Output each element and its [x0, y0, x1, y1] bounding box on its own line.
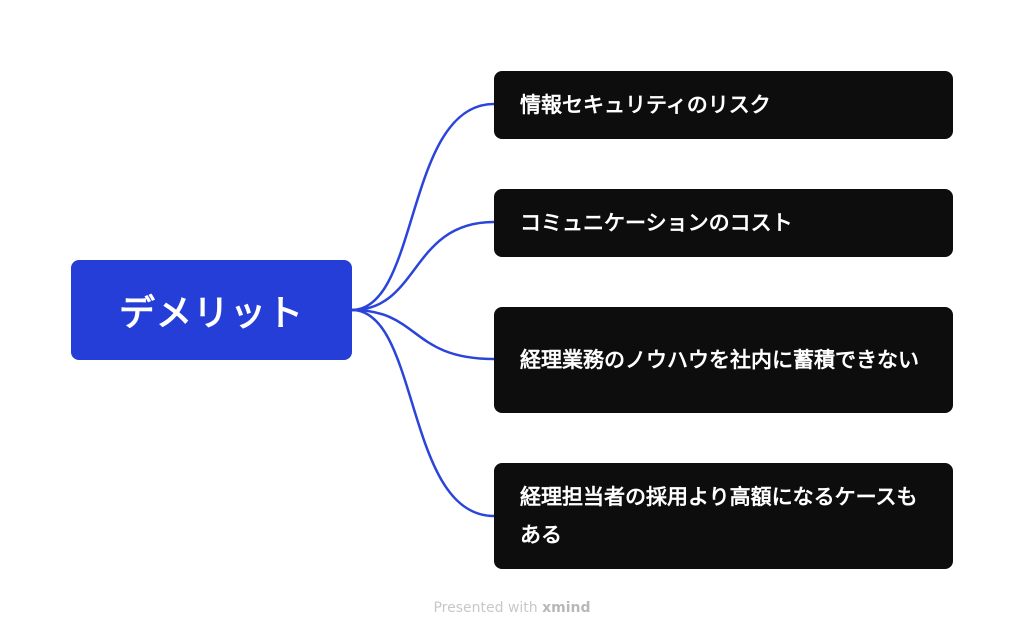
central-topic[interactable]: デメリット — [71, 260, 352, 360]
subtopic-1[interactable]: 情報セキュリティのリスク — [494, 71, 953, 139]
connector-3 — [351, 308, 495, 361]
connector-4 — [351, 308, 495, 518]
footer-prefix: Presented with — [433, 600, 538, 616]
subtopic-2[interactable]: コミュニケーションのコスト — [494, 189, 953, 257]
connector-1 — [351, 102, 495, 312]
connector-2 — [351, 220, 495, 312]
subtopic-4-label: 経理担当者の採用より高額になるケースもある — [520, 485, 918, 547]
central-topic-label: デメリット — [118, 293, 304, 334]
subtopic-3-label: 経理業務のノウハウを社内に蓄積できない — [520, 348, 919, 372]
footer-credit: Presented with xmind — [0, 600, 1024, 616]
subtopic-2-label: コミュニケーションのコスト — [520, 211, 793, 235]
footer-brand: xmind — [542, 600, 591, 616]
subtopic-1-label: 情報セキュリティのリスク — [520, 93, 771, 117]
subtopic-3[interactable]: 経理業務のノウハウを社内に蓄積できない — [494, 307, 953, 413]
subtopic-4[interactable]: 経理担当者の採用より高額になるケースもある — [494, 463, 953, 569]
